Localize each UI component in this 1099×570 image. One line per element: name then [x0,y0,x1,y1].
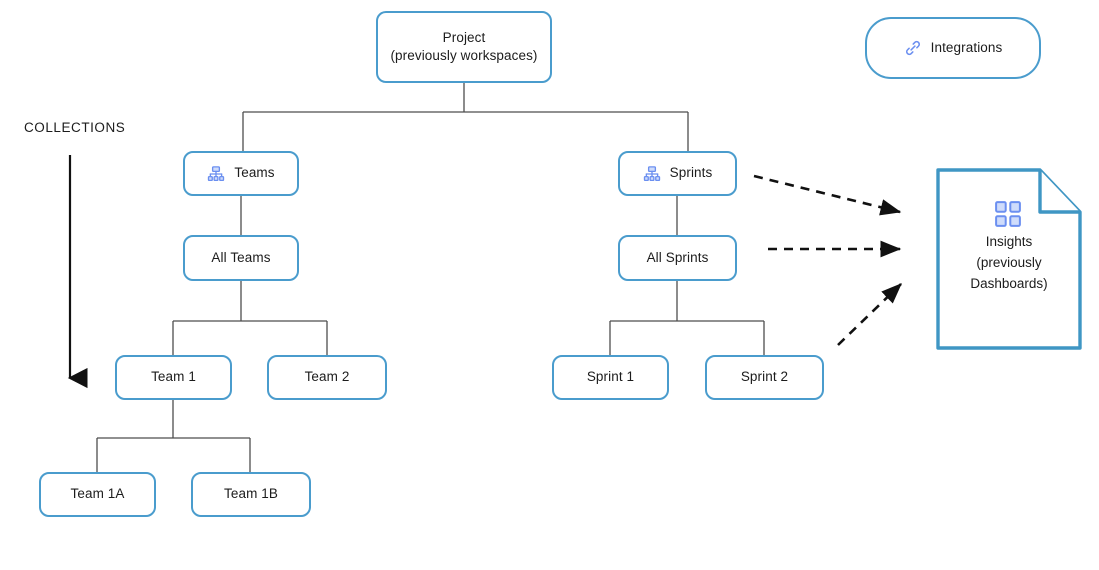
node-integrations-label: Integrations [930,39,1003,55]
node-team-1[interactable]: Team 1 [115,355,232,400]
node-teams-label: Teams [234,165,275,181]
node-project[interactable]: Project (previously workspaces) [376,11,552,83]
node-sprints-label: Sprints [669,165,713,181]
node-team-2[interactable]: Team 2 [267,355,387,400]
node-team-2-label: Team 2 [304,369,350,385]
node-team-1a-label: Team 1A [70,486,125,502]
node-all-sprints[interactable]: All Sprints [618,235,737,281]
document-shape-icon [936,168,1082,350]
node-all-sprints-label: All Sprints [646,249,709,265]
node-sprint-2[interactable]: Sprint 2 [705,355,824,400]
org-chart-icon [207,165,225,183]
edge-allsprints-children [609,281,765,355]
node-team-1b[interactable]: Team 1B [191,472,311,517]
node-teams[interactable]: Teams [183,151,299,196]
edge-project-split [242,83,689,151]
edge-allteams-children [172,281,328,355]
edge-team1-children [96,400,251,472]
node-integrations[interactable]: Integrations [865,17,1041,79]
link-icon [904,39,922,57]
grid-icon [995,201,1021,232]
node-project-line1: Project [442,29,486,45]
node-sprint-1[interactable]: Sprint 1 [552,355,669,400]
dashed-arrow-sprints-lower-to-insights [837,283,902,346]
node-sprint-2-label: Sprint 2 [740,369,789,385]
node-sprints[interactable]: Sprints [618,151,737,196]
node-all-teams[interactable]: All Teams [183,235,299,281]
node-insights[interactable]: Insights (previously Dashboards) [936,168,1082,350]
node-all-teams-label: All Teams [211,249,271,265]
node-team-1b-label: Team 1B [224,486,278,502]
node-team-1-label: Team 1 [151,369,196,385]
node-project-line2: (previously workspaces) [390,48,538,63]
node-insights-line2: (previously [976,254,1042,270]
collections-label: COLLECTIONS [24,120,126,135]
node-insights-line1: Insights [985,234,1033,249]
org-chart-icon [643,165,661,183]
node-sprint-1-label: Sprint 1 [586,369,635,385]
dashed-arrow-sprints-to-insights [753,174,902,216]
node-team-1a[interactable]: Team 1A [39,472,156,517]
node-insights-line3: Dashboards) [970,275,1048,291]
